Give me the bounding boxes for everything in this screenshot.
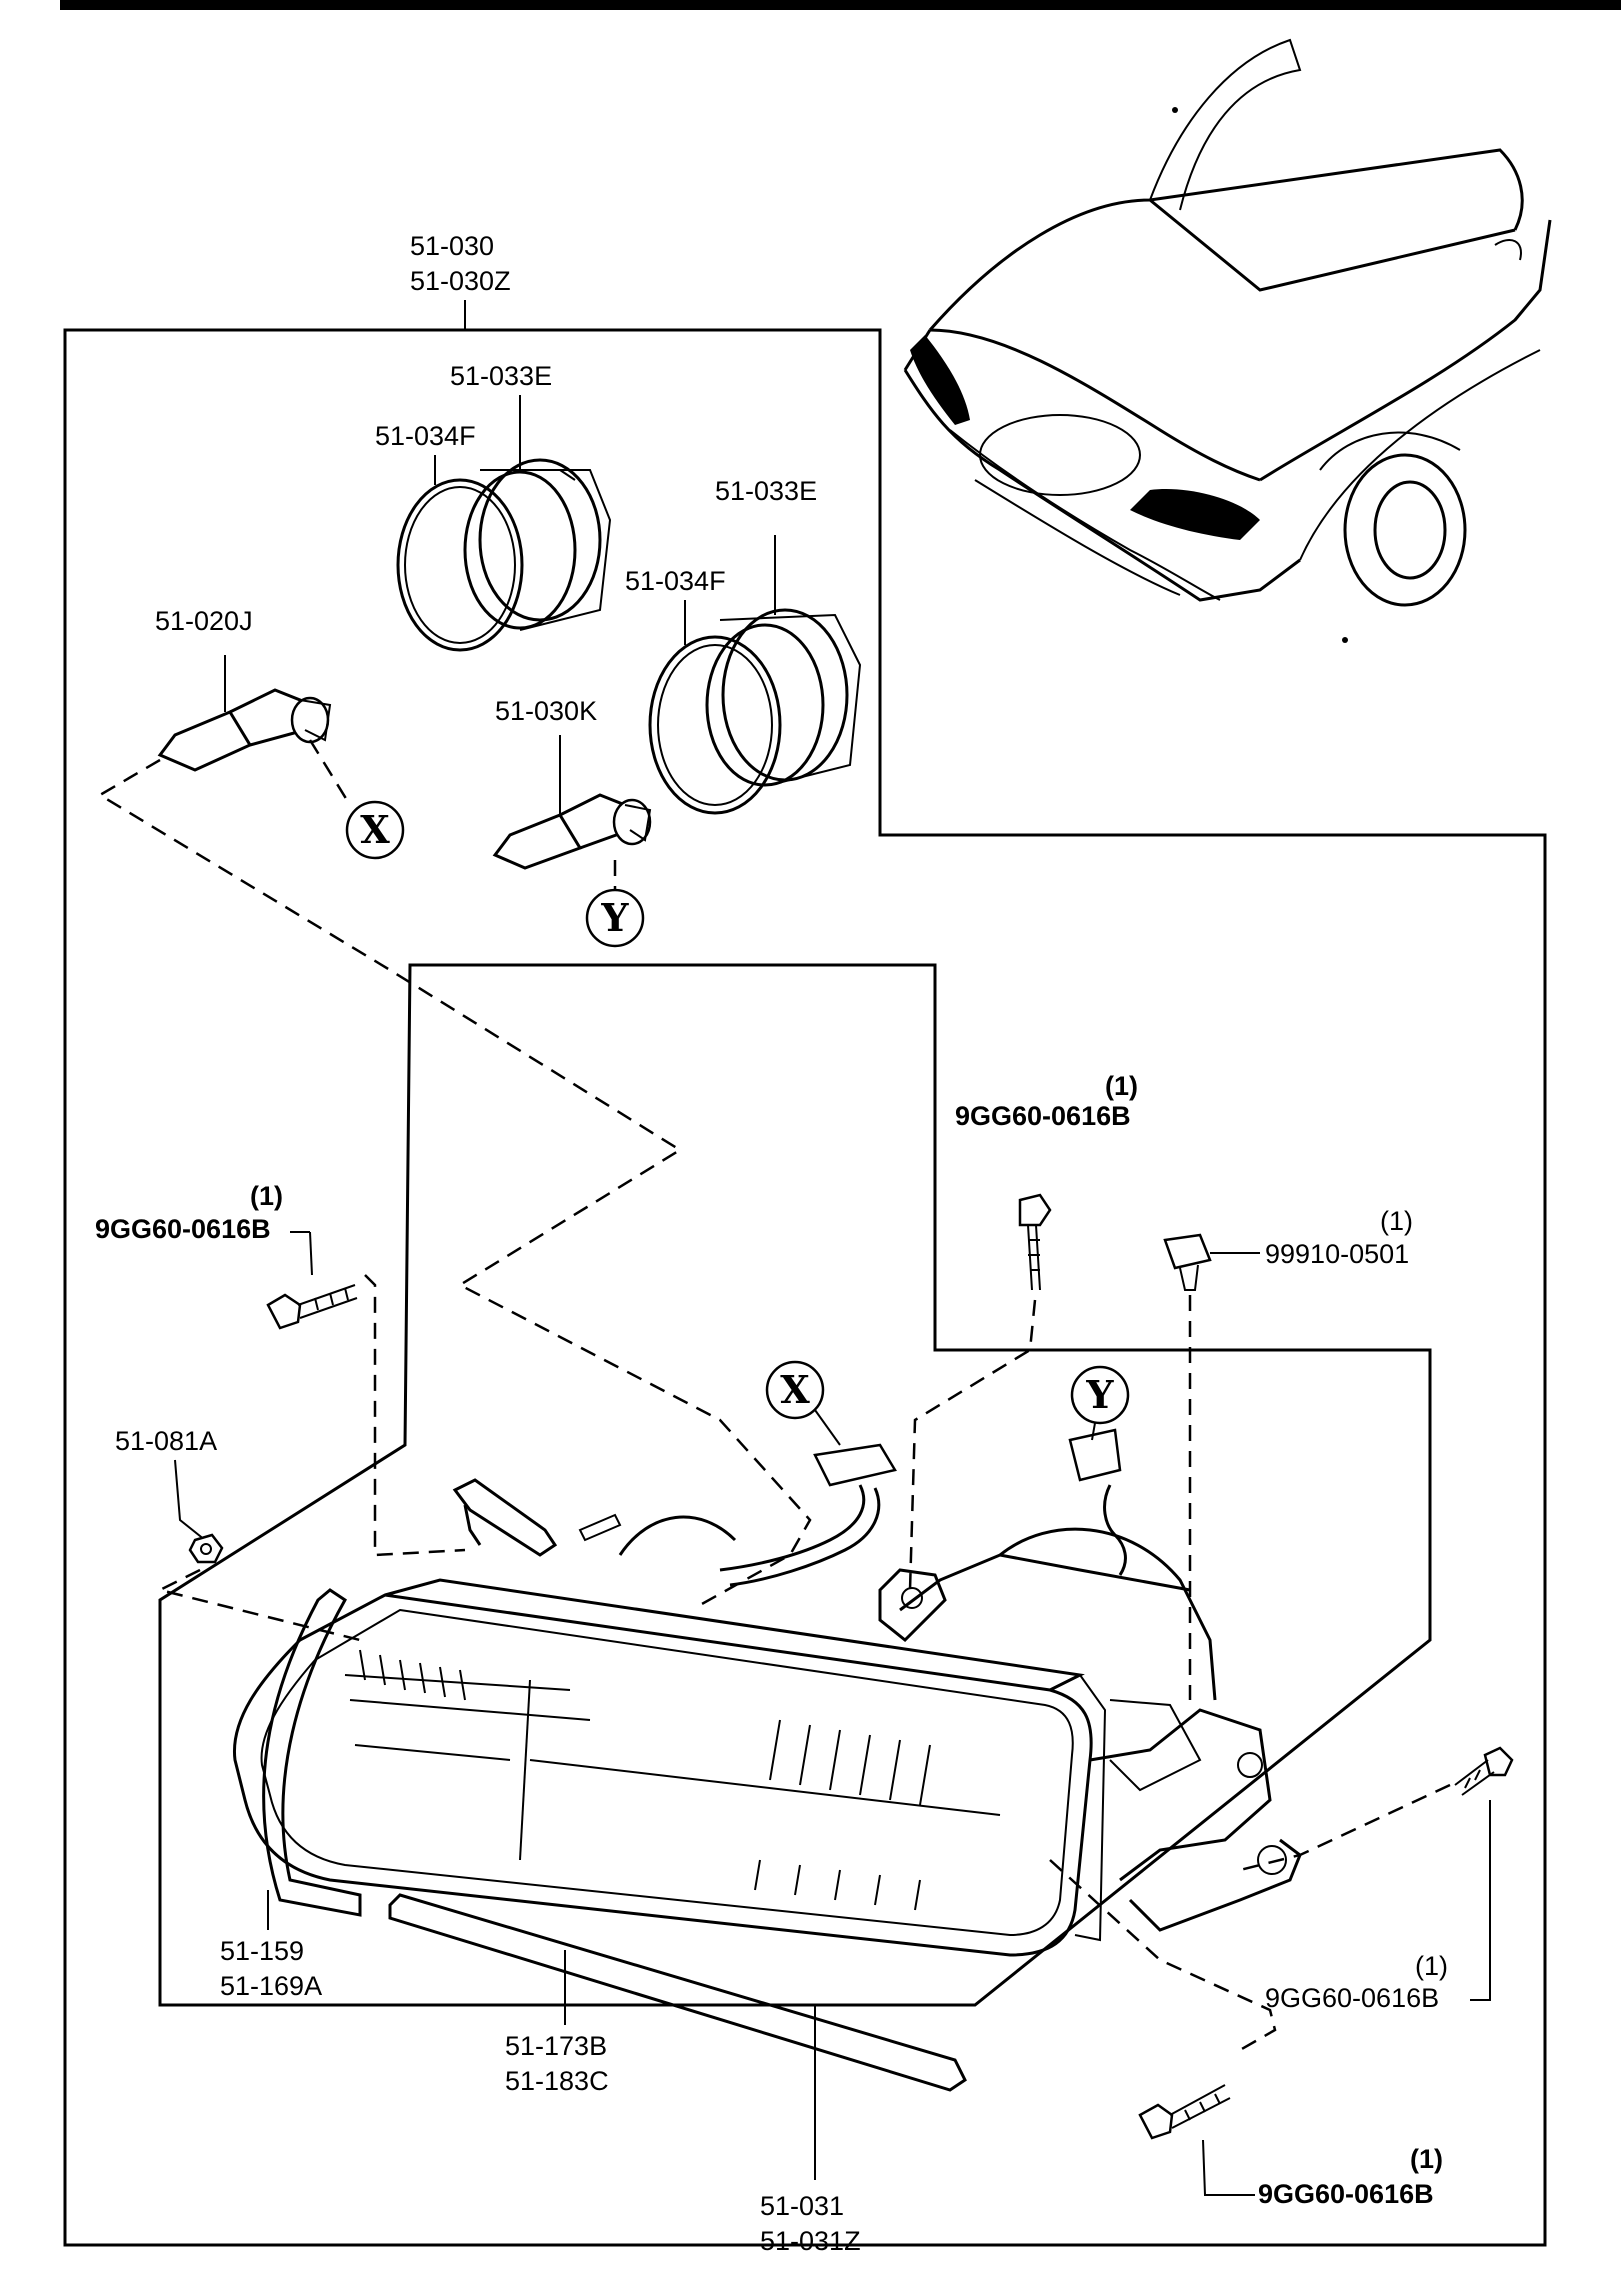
- label-bolt-upper: 9GG60-0616B: [955, 1101, 1131, 1131]
- label-bolt-right: 9GG60-0616B: [1265, 1983, 1439, 2013]
- label-bolt-bottom: 9GG60-0616B: [1258, 2179, 1434, 2209]
- svg-text:Y: Y: [600, 895, 629, 940]
- top-border-bar: [60, 0, 1621, 10]
- wiring-harness-x: [719, 1443, 897, 1587]
- label-clip-qty: (1): [1380, 1206, 1413, 1236]
- ring-cap-upper: [463, 458, 612, 631]
- label-assy-51-030z: 51-030Z: [410, 266, 511, 296]
- bolt-upper: [1018, 1193, 1052, 1291]
- svg-text:X: X: [360, 807, 390, 852]
- label-strip-2: 51-183C: [505, 2066, 609, 2096]
- label-seal-lower: 51-034F: [625, 566, 726, 596]
- label-bolt-left-qty: (1): [250, 1181, 283, 1211]
- label-gasket-2: 51-169A: [220, 1971, 322, 2001]
- dashed-route-bulb-left: [97, 758, 812, 1607]
- assembly-outline-inner: [158, 963, 1432, 2007]
- label-seal-upper: 51-034F: [375, 421, 476, 451]
- bolt-right: [1454, 1746, 1514, 1796]
- label-bolt-left: 9GG60-0616B: [95, 1214, 271, 1244]
- assembly-outline-outer: [63, 328, 1547, 2247]
- label-bolt-right-qty: (1): [1415, 1951, 1448, 1981]
- ring-cap-lower: [705, 608, 862, 787]
- label-bolt-bottom-qty: (1): [1410, 2144, 1443, 2174]
- label-bolt-upper-qty: (1): [1105, 1071, 1138, 1101]
- car-illustration: [903, 38, 1552, 643]
- headlamp-unit: [232, 1478, 1302, 1957]
- label-unit-51-031: 51-031: [760, 2191, 844, 2221]
- label-bulb-left: 51-020J: [155, 606, 253, 636]
- bulb-left: [157, 688, 332, 772]
- bolt-left: [266, 1284, 358, 1330]
- label-unit-51-031z: 51-031Z: [760, 2226, 861, 2256]
- seal-ring-lower: [648, 635, 782, 815]
- label-nut: 51-081A: [115, 1426, 217, 1456]
- bulb-right: [492, 793, 652, 870]
- connector-mark-y-upper: Y: [585, 888, 645, 948]
- gasket-51-159: [262, 1588, 362, 1917]
- label-bulb-right: 51-030K: [495, 696, 597, 726]
- svg-text:X: X: [780, 1367, 810, 1412]
- label-ring-cap-lower: 51-033E: [715, 476, 817, 506]
- connector-mark-x-lower: X: [765, 1360, 825, 1420]
- label-strip-1: 51-173B: [505, 2031, 607, 2061]
- label-ring-cap-upper: 51-033E: [450, 361, 552, 391]
- connector-mark-x-upper: X: [345, 800, 405, 860]
- nut-51-081a: [188, 1533, 224, 1564]
- clip-99910-0501: [1163, 1233, 1212, 1291]
- svg-text:Y: Y: [1085, 1372, 1114, 1417]
- connector-mark-y-lower: Y: [1070, 1365, 1130, 1425]
- label-clip: 99910-0501: [1265, 1239, 1409, 1269]
- label-assy-51-030: 51-030: [410, 231, 494, 261]
- wiring-harness-y: [1068, 1428, 1127, 1576]
- label-gasket-1: 51-159: [220, 1936, 304, 1966]
- bolt-bottom: [1138, 2084, 1231, 2140]
- strip-51-173b: [388, 1893, 967, 2092]
- seal-ring-upper: [396, 478, 524, 652]
